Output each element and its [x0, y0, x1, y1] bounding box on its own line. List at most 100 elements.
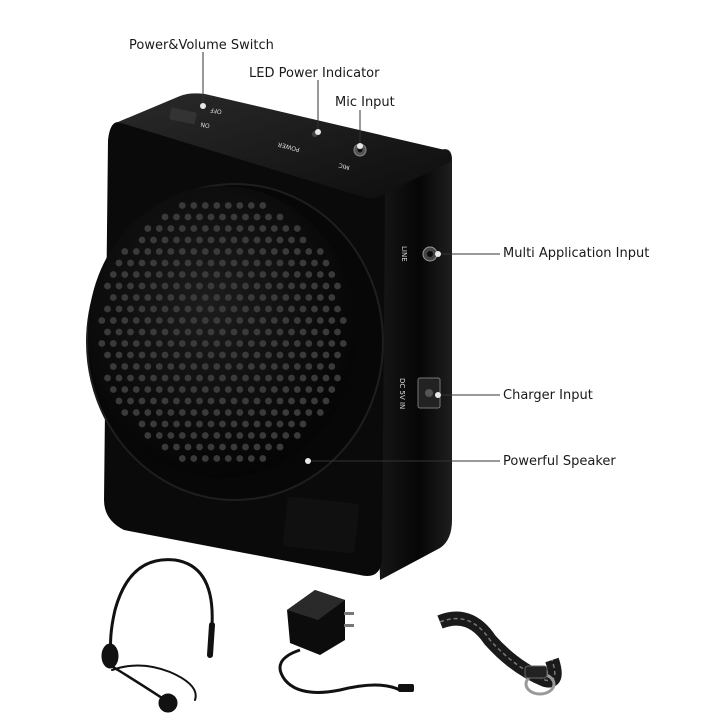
grill-hole [259, 225, 267, 232]
device-top-face [118, 93, 452, 198]
grill-hole [293, 363, 301, 370]
grill-hole [253, 282, 261, 290]
grill-hole [230, 213, 238, 221]
grill-hole [155, 409, 163, 416]
grill-hole [201, 386, 209, 393]
grill-hole [207, 374, 215, 382]
grill-hole [293, 225, 301, 232]
grill-hole [305, 363, 313, 370]
grill-hole [207, 236, 215, 244]
grill-hole [322, 305, 330, 313]
grill-hole [109, 363, 117, 370]
grill-hole [161, 351, 169, 359]
grill-hole [190, 363, 198, 370]
grill-hole [293, 248, 301, 255]
marking-mic: MIC [338, 161, 351, 171]
grill-hole [322, 351, 330, 359]
grill-hole [127, 328, 134, 336]
grill-hole [167, 317, 175, 324]
grill-hole [247, 248, 255, 255]
grill-hole [265, 236, 272, 244]
grill-hole [247, 409, 255, 416]
grill-hole [121, 363, 129, 370]
grill-hole [276, 259, 284, 267]
grill-hole [173, 397, 180, 405]
grill-hole [259, 202, 267, 209]
grill-hole [121, 386, 129, 393]
grill-hole [270, 248, 278, 255]
grill-hole [305, 248, 313, 255]
grill-hole [132, 317, 140, 324]
grill-hole [213, 271, 221, 278]
grill-hole [247, 294, 255, 301]
grill-hole [253, 351, 261, 359]
grill-hole [311, 328, 318, 336]
grill-hole [230, 328, 238, 336]
grill-hole [288, 328, 295, 336]
grill-hole [150, 328, 157, 336]
grill-hole [259, 294, 267, 301]
grill-hole [270, 294, 278, 301]
speaker-grill-holes [98, 202, 347, 462]
grill-hole [259, 248, 267, 255]
grill-hole [305, 294, 313, 301]
grill-hole [282, 225, 290, 232]
grill-hole [311, 351, 318, 359]
grill-hole [282, 340, 290, 347]
grill-hole [98, 340, 106, 347]
grill-hole [305, 409, 313, 416]
callout-powerful-speaker: Powerful Speaker [503, 454, 616, 469]
grill-hole [173, 328, 180, 336]
grill-hole [219, 443, 226, 451]
callout-mic-input: Mic Input [335, 95, 395, 110]
grill-hole [276, 443, 284, 451]
grill-hole [201, 340, 209, 347]
grill-hole [276, 351, 284, 359]
grill-hole [127, 282, 134, 290]
grill-hole [339, 340, 347, 347]
grill-hole [104, 374, 111, 382]
grill-hole [253, 420, 261, 428]
grill-hole [132, 248, 140, 255]
grill-hole [224, 202, 232, 209]
grill-hole [230, 305, 238, 313]
grill-hole [207, 328, 215, 336]
grill-hole [173, 351, 180, 359]
grill-hole [253, 374, 261, 382]
grill-hole [104, 282, 111, 290]
grill-hole [242, 443, 249, 451]
grill-hole [230, 443, 238, 451]
grill-hole [98, 317, 106, 324]
grill-hole [270, 409, 278, 416]
grill-hole [288, 351, 295, 359]
grill-hole [311, 397, 318, 405]
grill-hole [230, 282, 238, 290]
grill-hole [259, 317, 267, 324]
grill-hole [190, 432, 198, 439]
grill-hole [265, 282, 272, 290]
grill-hole [167, 248, 175, 255]
grill-hole [219, 351, 226, 359]
grill-hole [242, 213, 249, 221]
grill-hole [305, 340, 313, 347]
grill-hole [121, 271, 129, 278]
grill-hole [190, 340, 198, 347]
grill-hole [236, 317, 244, 324]
grill-hole [288, 236, 295, 244]
callout-led-power-indicator: LED Power Indicator [249, 66, 380, 81]
grill-hole [270, 340, 278, 347]
grill-hole [138, 420, 146, 428]
grill-hole [219, 397, 226, 405]
grill-hole [184, 259, 192, 267]
grill-hole [230, 374, 238, 382]
grill-hole [265, 374, 272, 382]
grill-hole [173, 305, 180, 313]
grill-hole [109, 271, 117, 278]
grill-hole [144, 340, 152, 347]
grill-hole [334, 282, 341, 290]
grill-hole [207, 259, 215, 267]
grill-hole [242, 397, 249, 405]
grill-hole [265, 420, 272, 428]
grill-hole [155, 386, 163, 393]
grill-hole [288, 397, 295, 405]
